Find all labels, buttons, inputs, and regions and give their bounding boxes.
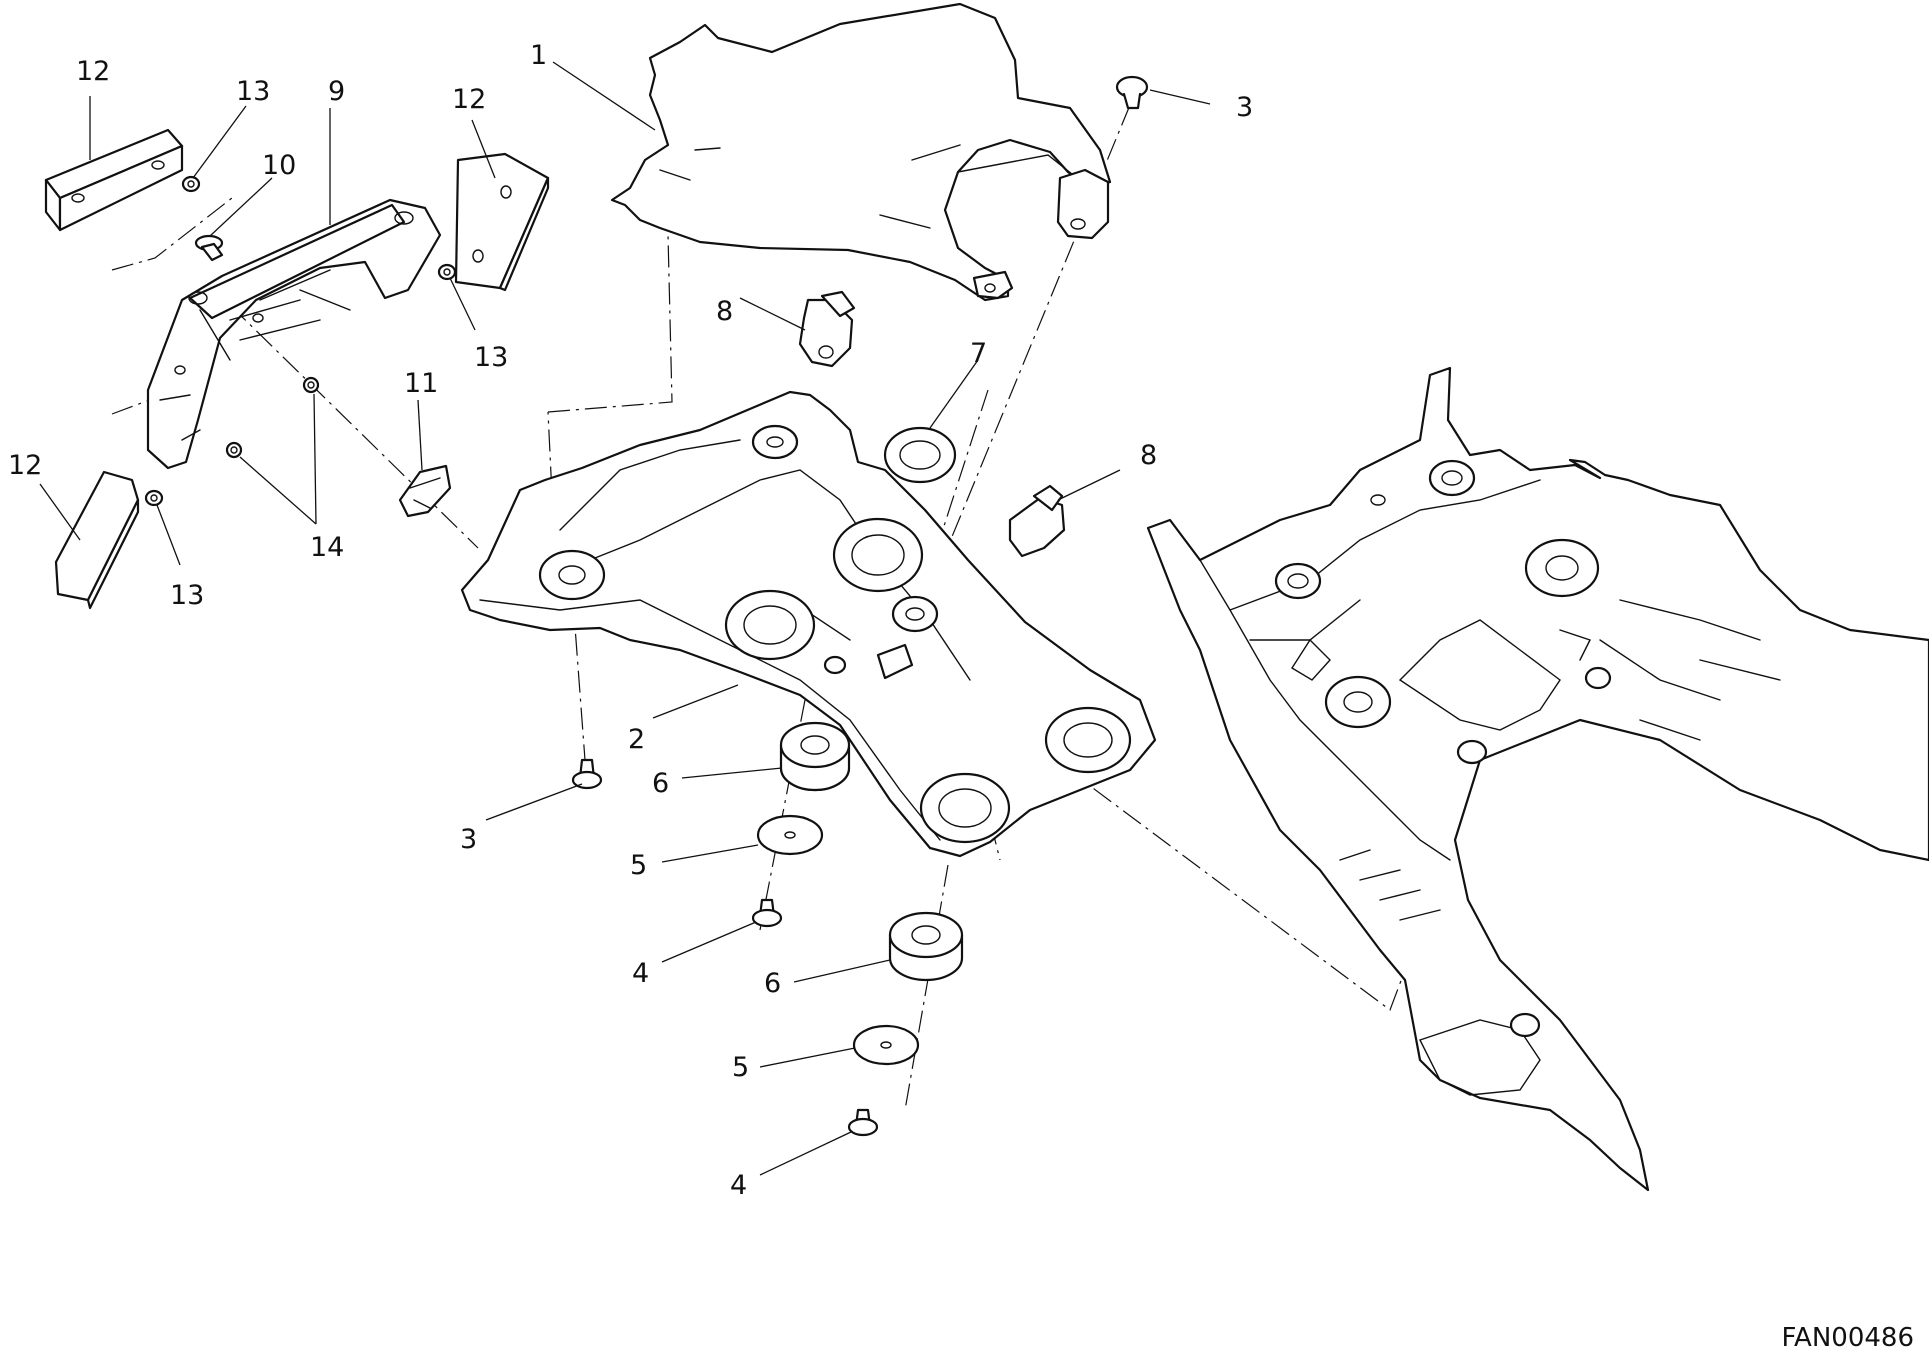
callout-12-upper-right: 12 xyxy=(452,84,486,115)
grommet-7 xyxy=(883,426,957,484)
clip-11 xyxy=(398,464,452,518)
callout-13-upper-left: 13 xyxy=(236,76,270,107)
spacer-stack-left xyxy=(751,721,851,928)
callout-14: 14 xyxy=(310,532,344,563)
callout-8-upper: 8 xyxy=(716,296,733,327)
reflector-upper-left xyxy=(44,128,184,232)
washers xyxy=(144,175,457,507)
connector-clip-8-lower xyxy=(1008,484,1066,558)
callout-4-left: 4 xyxy=(632,958,649,989)
callout-5-right: 5 xyxy=(732,1052,749,1083)
plate-holder-support xyxy=(460,390,1157,858)
callout-13-lower-left: 13 xyxy=(170,580,204,611)
callout-5-left: 5 xyxy=(630,850,647,881)
reflector-lower-left xyxy=(54,470,140,610)
callout-6-right: 6 xyxy=(764,968,781,999)
callout-1: 1 xyxy=(530,40,547,71)
screw-3-top xyxy=(1115,75,1149,110)
callout-12-upper-left: 12 xyxy=(76,56,110,87)
upper-cover xyxy=(610,2,1112,302)
callout-3-lower: 3 xyxy=(460,824,477,855)
spacer-stack-right xyxy=(847,911,964,1137)
callout-numbers: 1 2 3 3 4 4 5 5 6 6 7 8 8 9 10 11 12 12 … xyxy=(8,40,1253,1201)
reflector-upper-right xyxy=(454,152,550,292)
diagram-code: FAN00486 xyxy=(1781,1323,1914,1353)
connector-clip-8-upper xyxy=(798,290,856,368)
rear-subframe-undertray xyxy=(1146,366,1929,1192)
callout-7: 7 xyxy=(970,338,987,369)
plate-holder-bracket xyxy=(146,198,442,470)
callout-6-left: 6 xyxy=(652,768,669,799)
callout-2: 2 xyxy=(628,724,645,755)
callout-13-right: 13 xyxy=(474,342,508,373)
callout-4-right: 4 xyxy=(730,1170,747,1201)
callout-11: 11 xyxy=(404,368,438,399)
callout-12-lower-left: 12 xyxy=(8,450,42,481)
callout-9: 9 xyxy=(328,76,345,107)
screw-10 xyxy=(194,234,224,262)
screw-3-lower xyxy=(571,758,603,790)
callout-10: 10 xyxy=(262,150,296,181)
callout-3-top: 3 xyxy=(1236,92,1253,123)
leader-lines xyxy=(39,61,1211,1176)
callout-8-lower: 8 xyxy=(1140,440,1157,471)
